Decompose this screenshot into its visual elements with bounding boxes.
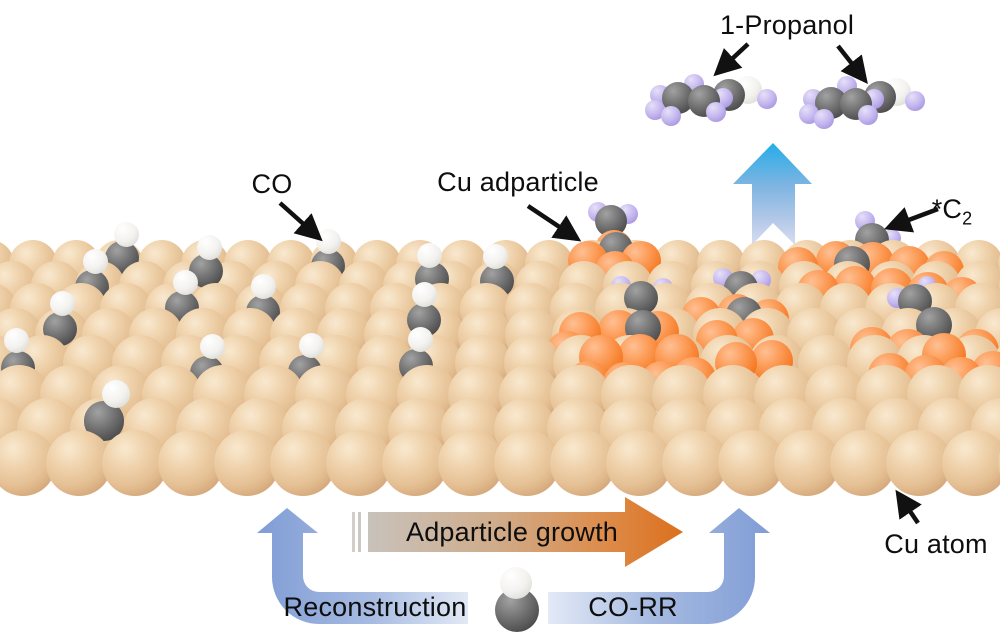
co-oxygen-atom <box>482 243 508 269</box>
cu-atom-sphere <box>942 430 1000 496</box>
co-oxygen-atom <box>196 234 222 260</box>
growth-arrow-tail-tick <box>358 512 361 552</box>
propanol-h-atom <box>905 91 925 111</box>
cu-atom-sphere <box>886 430 952 496</box>
co-label: CO <box>251 169 293 199</box>
propanol-h-atom <box>814 109 834 129</box>
adparticle-growth-arrow <box>368 497 683 567</box>
cu-atom-sphere <box>718 430 784 496</box>
cu-atom-sphere <box>326 430 392 496</box>
adparticle-growth-label: Adparticle growth <box>405 517 619 547</box>
co-oxygen-atom <box>82 248 108 274</box>
free-co-o-atom <box>500 567 532 599</box>
growth-arrow-tail-tick <box>352 512 355 552</box>
co-rr-arrow <box>548 508 770 624</box>
co-oxygen-atom <box>3 327 29 353</box>
c2-label: *C2 <box>931 194 973 229</box>
reconstruction-label: Reconstruction <box>283 592 467 622</box>
co-oxygen-atom <box>49 290 75 316</box>
cu-atom-sphere <box>998 240 1000 288</box>
co-oxygen-atom <box>199 333 225 359</box>
cu-atom-sphere <box>550 430 616 496</box>
c2-label-arrow <box>884 206 939 233</box>
cu-atom-sphere <box>998 430 1000 496</box>
propanol-h-atom <box>757 89 777 109</box>
co-oxygen-atom <box>416 242 442 268</box>
cu-atom-sphere <box>662 430 728 496</box>
co-oxygen-atom <box>101 379 131 409</box>
cu-atom-sphere <box>606 430 672 496</box>
co-rr-label: CO-RR <box>588 592 678 622</box>
propanol-right-arrow <box>836 44 868 84</box>
propanol-label: 1-Propanol <box>719 10 855 40</box>
cu-atom-sphere <box>438 430 504 496</box>
propanol-left-arrow <box>713 42 750 77</box>
propanol-h-atom <box>645 100 665 120</box>
cu-atom-label-arrow <box>895 489 922 525</box>
desorption-up-arrow <box>733 143 812 245</box>
cu-adparticle-label: Cu adparticle <box>437 167 599 197</box>
propanol-h-atom <box>858 105 878 125</box>
cu-atom-sphere <box>830 430 896 496</box>
co-oxygen-atom <box>250 273 276 299</box>
co-oxygen-atom <box>298 332 324 358</box>
cu-atom-sphere <box>270 430 336 496</box>
cu-atom-sphere <box>158 430 224 496</box>
cu-atom-sphere <box>774 430 840 496</box>
reconstruction-arrow <box>257 508 468 624</box>
cu-atom-sphere <box>382 430 448 496</box>
cu-atom-sphere <box>214 430 280 496</box>
propanol-h-atom <box>706 102 726 122</box>
co-oxygen-atom <box>411 281 437 307</box>
propanol-h-atom <box>661 106 681 126</box>
co-oxygen-atom <box>172 269 198 295</box>
cu-atom-sphere <box>494 430 560 496</box>
cu-atom-label: Cu atom <box>884 529 988 559</box>
cu-adparticle-label-arrow <box>526 204 582 242</box>
co-label-arrow <box>278 201 323 242</box>
cu-atom-sphere <box>102 430 168 496</box>
cu-atom-sphere <box>46 430 112 496</box>
co-oxygen-atom <box>113 221 139 247</box>
co-oxygen-atom <box>407 326 433 352</box>
